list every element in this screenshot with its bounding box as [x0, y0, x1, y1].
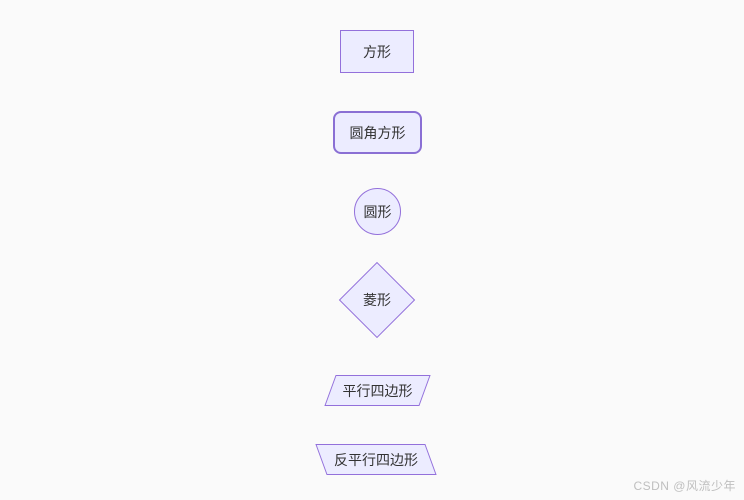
node-parallelogram-alt-label: 反平行四边形	[334, 451, 418, 468]
node-rounded-rectangle: 圆角方形	[333, 111, 422, 154]
csdn-watermark: CSDN @风流少年	[633, 479, 736, 493]
node-parallelogram-alt: 反平行四边形	[315, 444, 437, 475]
node-circle: 圆形	[354, 188, 401, 235]
node-parallelogram: 平行四边形	[324, 375, 431, 406]
node-circle-label: 圆形	[363, 203, 392, 220]
node-rectangle: 方形	[340, 30, 414, 73]
node-diamond-label: 菱形	[363, 292, 391, 308]
node-diamond: 菱形	[338, 261, 416, 339]
node-rounded-rectangle-label: 圆角方形	[349, 124, 406, 141]
node-parallelogram-label: 平行四边形	[342, 382, 413, 399]
node-rectangle-label: 方形	[363, 43, 391, 60]
